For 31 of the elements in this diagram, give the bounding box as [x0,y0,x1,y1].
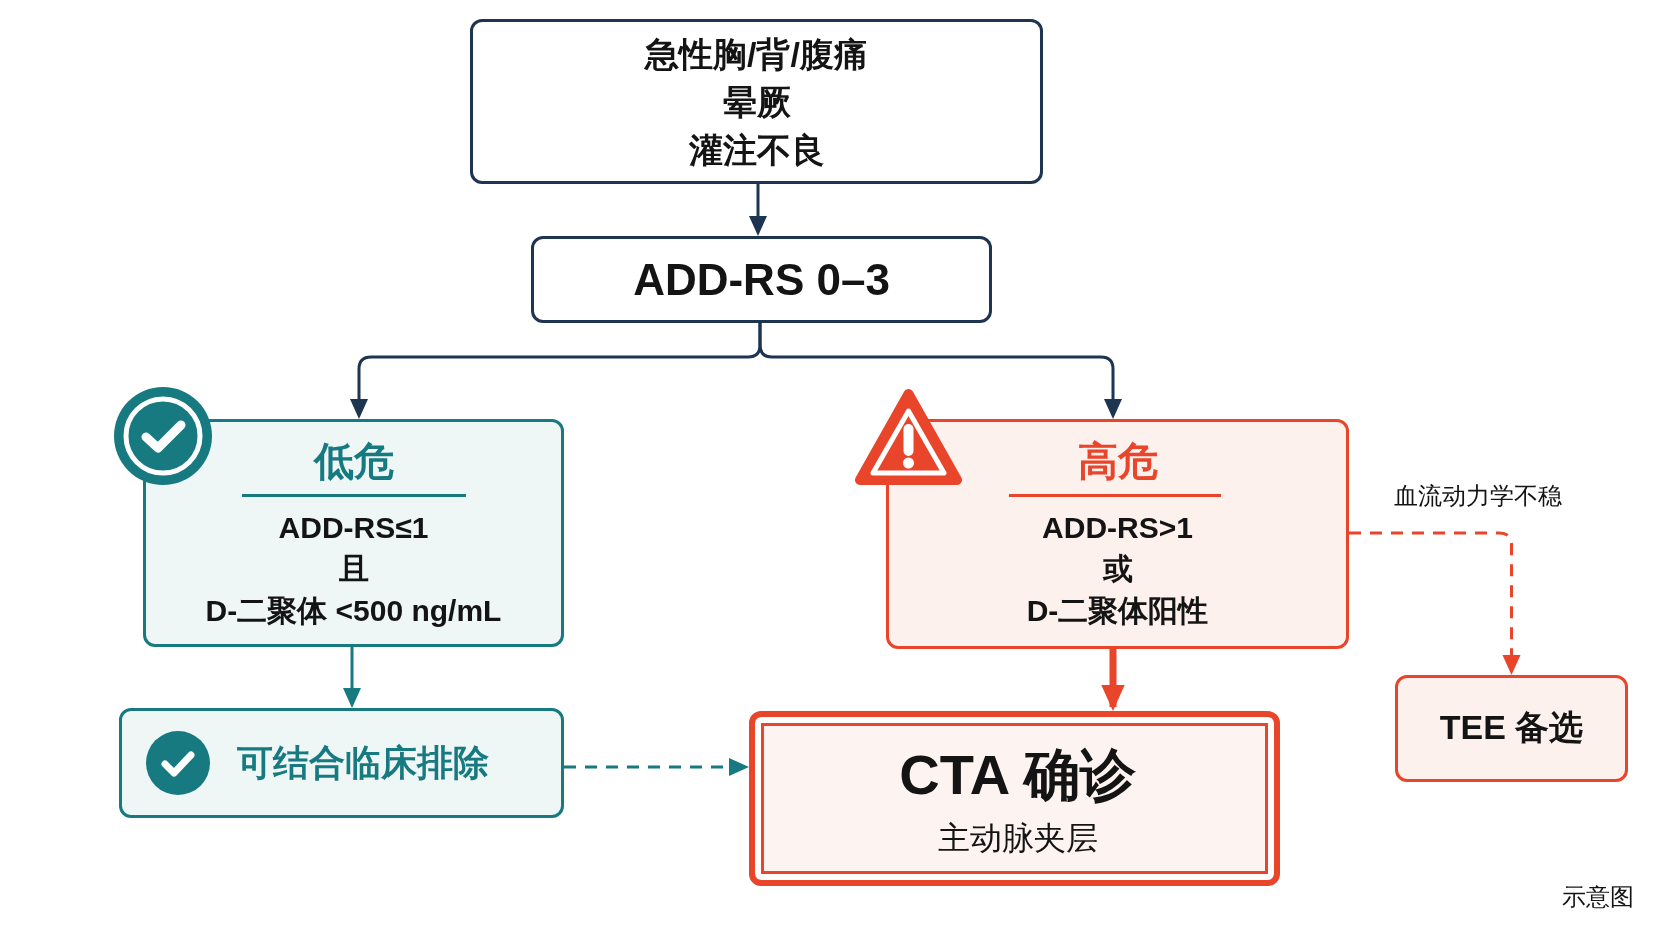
heading: 高危 [1077,438,1158,484]
arrow [1101,649,1125,711]
option-box [1395,675,1628,782]
score-box [531,236,992,323]
result-text: 可结合临床排除 [237,742,489,784]
symptom-text: 灌注不良 [688,131,825,171]
subtitle-text: 主动脉夹层 [937,819,1098,857]
risk-box [886,419,1349,649]
arrow [749,184,767,236]
criteria-text: ADD-RS>1 [1042,510,1193,546]
diagnosis-text: CTA 确诊 [899,742,1136,808]
symptom-text: 晕厥 [722,83,791,123]
criteria-text: 且 [338,551,369,587]
result-box [119,708,564,818]
diagnosis-box [749,711,1280,886]
arrow [1349,531,1521,675]
score-text: ADD-RS 0–3 [633,254,890,306]
arrow [758,323,1122,419]
arrow [343,647,361,708]
risk-box [143,419,564,647]
symptom-text: 急性胸/背/腹痛 [645,35,868,75]
process-box [470,19,1043,184]
criteria-text: D-二聚体阳性 [1026,593,1209,629]
arrow [564,758,749,776]
criteria-text: 或 [1102,551,1133,587]
option-text: TEE 备选 [1439,708,1584,748]
note-text: 示意图 [1562,883,1634,911]
edge-label: 血流动力学不稳 [1392,482,1564,510]
criteria-text: ADD-RS≤1 [278,510,429,546]
criteria-text: D-二聚体 <500 ng/mL [205,593,502,629]
heading: 低危 [313,438,394,484]
